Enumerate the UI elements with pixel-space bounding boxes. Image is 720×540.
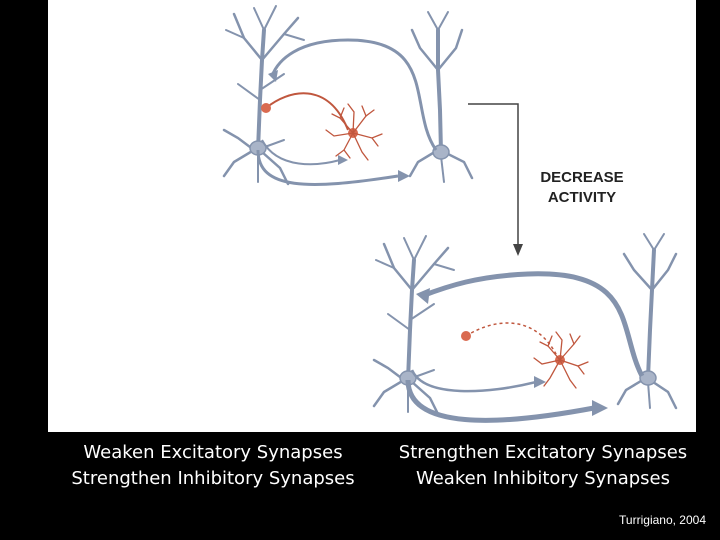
caption-right: Strengthen Excitatory Synapses Weaken In…: [378, 440, 708, 492]
diagram-panel: DECREASE ACTIVITY: [48, 0, 696, 432]
right-pyramidal-neuron-bottom: [616, 233, 678, 410]
synaptic-scaling-diagram: DECREASE ACTIVITY: [222, 4, 678, 423]
caption-left-line2: Strengthen Inhibitory Synapses: [71, 468, 355, 489]
bottom-circuit: [372, 233, 678, 423]
citation-credit: Turrigiano, 2004: [619, 513, 706, 527]
decrease-arrow: [468, 103, 523, 256]
top-circuit: [222, 4, 474, 186]
left-pyramidal-neuron-bottom: [372, 234, 456, 416]
caption-right-line1: Strengthen Excitatory Synapses: [398, 442, 688, 463]
caption-right-line2: Weaken Inhibitory Synapses: [415, 468, 670, 489]
arrow-label-line1: DECREASE: [540, 169, 623, 186]
arrow-label-line2: ACTIVITY: [548, 189, 616, 206]
caption-left-line1: Weaken Excitatory Synapses: [83, 442, 343, 463]
interneuron-bottom: [461, 322, 589, 389]
caption-left: Weaken Excitatory Synapses Strengthen In…: [38, 440, 388, 492]
right-pyramidal-neuron: [408, 11, 474, 183]
interneuron-top: [261, 92, 383, 161]
